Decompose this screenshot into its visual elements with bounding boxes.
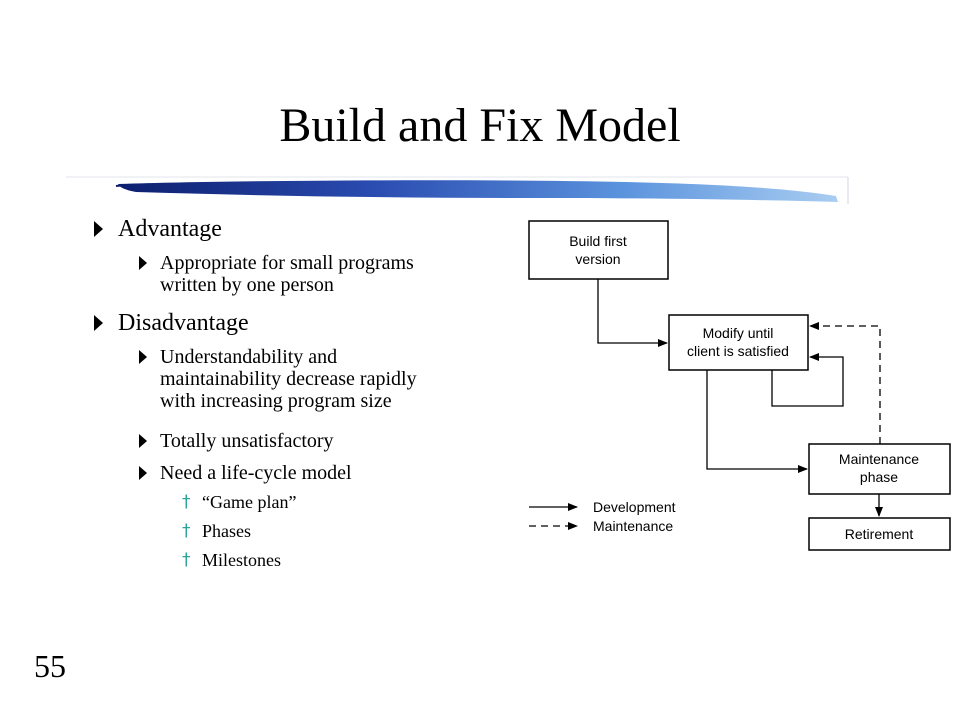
bullet-arrow-icon bbox=[94, 315, 103, 331]
arrow-modify-to-maintenance bbox=[706, 370, 808, 473]
bullet-text-line: Appropriate for small programs bbox=[160, 252, 414, 274]
bullet-text: “Game plan” bbox=[202, 492, 297, 512]
bullet-arrow-icon bbox=[139, 256, 147, 270]
dash-bullet-icon: † bbox=[182, 550, 191, 570]
arrow-build-to-modify bbox=[597, 279, 668, 347]
box-modify-until-satisfied: Modify until client is satisfied bbox=[668, 314, 809, 371]
legend-development-label: Development bbox=[593, 499, 676, 515]
bullet-text-line: Understandability and bbox=[160, 346, 338, 368]
arrow-maintenance-back-to-modify bbox=[809, 322, 881, 444]
bullet-text-line: with increasing program size bbox=[160, 390, 392, 412]
box-maintenance-phase: Maintenance phase bbox=[808, 443, 951, 495]
bullet-arrow-icon bbox=[94, 221, 103, 237]
box-label-line: Maintenance bbox=[839, 451, 919, 467]
slide-number: 55 bbox=[34, 648, 66, 684]
bullet-text: Advantage bbox=[118, 216, 222, 242]
box-label-line: phase bbox=[860, 469, 898, 485]
slide-title: Build and Fix Model bbox=[279, 99, 681, 152]
box-label-line: version bbox=[575, 251, 620, 267]
bullet-text-line: written by one person bbox=[160, 274, 334, 296]
box-build-first-version: Build first version bbox=[528, 220, 669, 280]
box-label-line: Modify until bbox=[703, 325, 774, 341]
bullet-arrow-icon bbox=[139, 434, 147, 448]
bullet-text: Disadvantage bbox=[118, 310, 249, 336]
bullet-text: Milestones bbox=[202, 550, 281, 570]
dash-bullet-icon: † bbox=[182, 492, 191, 512]
box-label-line: Build first bbox=[569, 233, 627, 249]
title-underline-brush bbox=[66, 176, 849, 204]
diagram-legend: Development Maintenance bbox=[529, 499, 676, 534]
bullet-arrow-icon bbox=[139, 466, 147, 480]
bullet-text: Totally unsatisfactory bbox=[160, 430, 334, 452]
legend-maintenance-label: Maintenance bbox=[593, 518, 673, 534]
arrow-modify-loop bbox=[771, 353, 844, 407]
box-retirement: Retirement bbox=[808, 517, 951, 551]
bullet-text-line: maintainability decrease rapidly bbox=[160, 368, 417, 390]
bullet-text: Phases bbox=[202, 521, 251, 541]
bullet-arrow-icon bbox=[139, 350, 147, 364]
box-label: Retirement bbox=[845, 526, 914, 542]
dash-bullet-icon: † bbox=[182, 521, 191, 541]
bullet-text: Need a life-cycle model bbox=[160, 462, 352, 484]
box-label-line: client is satisfied bbox=[687, 343, 789, 359]
